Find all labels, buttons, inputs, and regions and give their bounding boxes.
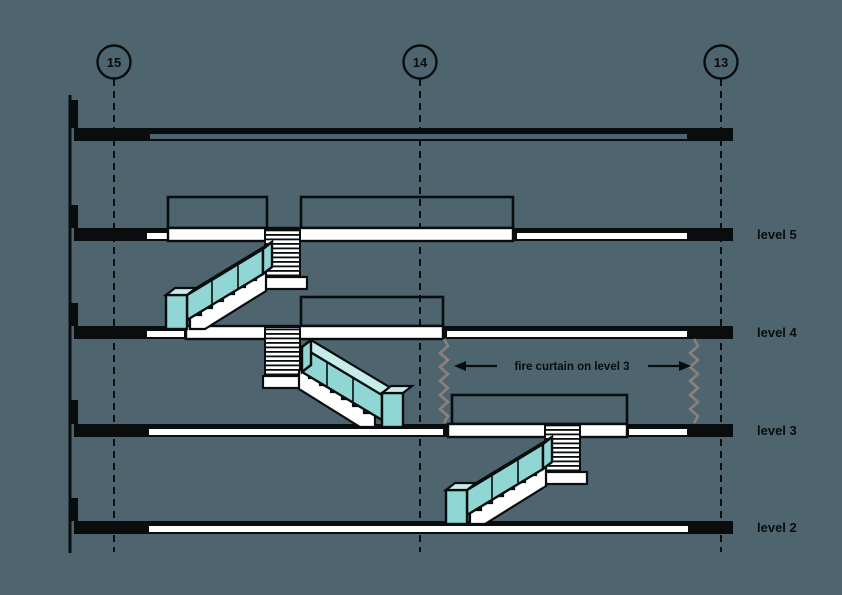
slab-segment <box>74 228 168 241</box>
slab-stripe <box>517 233 687 239</box>
slab-stripe <box>149 429 443 435</box>
fire-curtain-label: fire curtain on level 3 <box>514 361 629 373</box>
grid-bubble-13 <box>703 44 739 80</box>
stair-rail-end <box>261 239 274 277</box>
stair-newel-post <box>444 488 469 526</box>
grid-label-14: 14 <box>413 55 428 70</box>
arrow-right-head <box>679 361 691 371</box>
level-4-slab <box>74 324 733 341</box>
stair-half-landing <box>261 275 309 291</box>
level-labels: level 5 level 4 level 3 level 2 <box>757 227 798 535</box>
stair-level2-to-level3 <box>442 423 589 526</box>
arrow-left-head <box>454 361 466 371</box>
slab-open-section <box>166 226 515 243</box>
level-label-5: level 5 <box>757 227 797 242</box>
grid-label-15: 15 <box>107 55 121 70</box>
balustrade-panel-joints <box>491 459 519 500</box>
wall-nub-level4 <box>71 303 78 326</box>
slab-stripe <box>149 526 688 532</box>
slab-stripe <box>147 331 184 337</box>
wall-line <box>68 95 72 553</box>
stair-level3-to-level4 <box>261 326 416 429</box>
stair-newel-post <box>380 391 405 429</box>
level-label-2: level 2 <box>757 520 797 535</box>
level-2-slab <box>74 521 733 534</box>
roof-slab-stripe <box>150 134 687 139</box>
grid-label-13: 13 <box>714 55 728 70</box>
slab-open-section <box>184 324 445 341</box>
slab-stripe <box>147 233 167 239</box>
stair-newel-top <box>378 384 416 395</box>
roof-slab <box>74 128 733 141</box>
slab-stripe <box>629 429 687 435</box>
left-wall <box>68 95 78 553</box>
stair-half-landing <box>541 470 589 486</box>
balustrade-panel-joints <box>211 264 239 305</box>
stair-level4-to-level5 <box>162 228 309 331</box>
grid-bubble-15 <box>96 44 132 80</box>
level-5-slab <box>74 226 733 243</box>
fire-curtain-right <box>688 338 700 424</box>
stair-rail-end <box>541 434 554 472</box>
stair-upper-flight-hatch <box>264 326 301 377</box>
wall-nub-level5 <box>71 205 78 228</box>
stair-newel-top <box>442 481 480 492</box>
level-3-slab <box>74 422 733 439</box>
level-label-4: level 4 <box>757 325 798 340</box>
wall-nub-level2 <box>71 498 78 521</box>
stair-newel-post <box>164 293 189 331</box>
wall-nub-roof <box>71 100 78 128</box>
slab-open-section <box>446 422 629 439</box>
fire-curtain-annotation: fire curtain on level 3 <box>438 338 700 424</box>
slab-stripe <box>447 331 687 337</box>
level-label-3: level 3 <box>757 423 797 438</box>
balustrade-panel-joints <box>326 362 354 403</box>
wall-nub-level3 <box>71 400 78 424</box>
grid-bubble-14 <box>402 44 438 80</box>
stair-newel-top <box>162 286 200 297</box>
fire-curtain-left <box>438 338 450 424</box>
stair-rail-end <box>300 337 313 375</box>
grid-lines: 15 14 13 <box>96 44 739 552</box>
